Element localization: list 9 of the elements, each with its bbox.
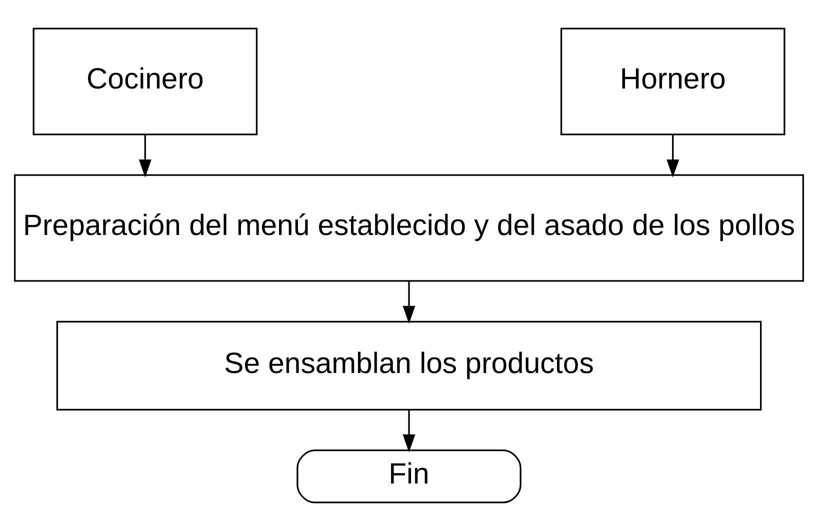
node-box: Fin [296,450,522,504]
arrow [402,282,416,324]
arrow [138,134,152,178]
node-box: Cocinero [32,28,258,136]
arrow [402,410,416,452]
arrow [666,134,680,178]
node-box: Se ensamblan los productos [56,320,762,410]
node-box: Preparación del menú establecido y del asado de los pollos [14,174,804,282]
node-box: Hornero [560,28,786,136]
